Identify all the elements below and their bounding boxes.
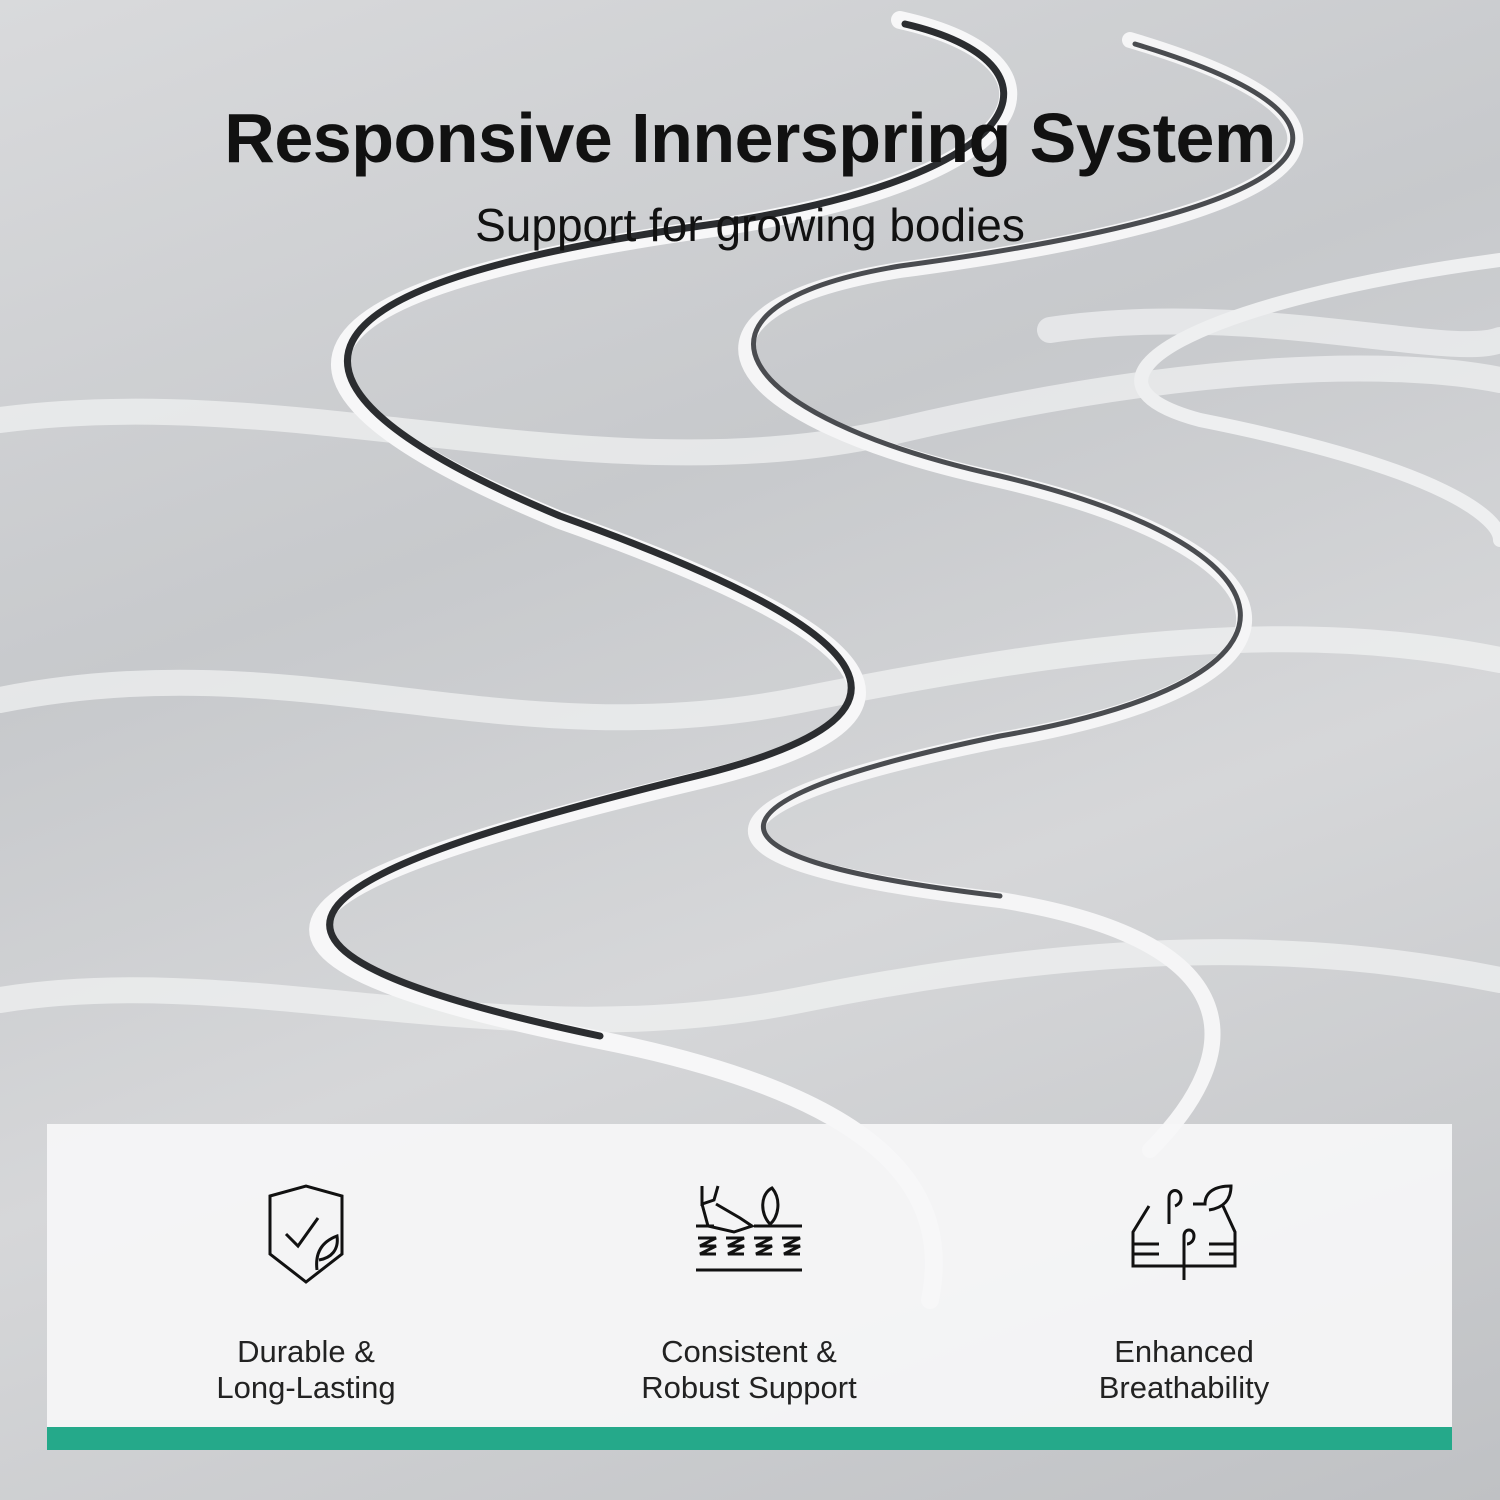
feature-label-line1: Enhanced <box>1114 1334 1254 1369</box>
breathable-layers-icon <box>1131 1184 1237 1280</box>
feature-label-line1: Consistent & <box>661 1334 837 1369</box>
feature-label-line2: Robust Support <box>641 1370 857 1405</box>
accent-bar <box>47 1427 1452 1450</box>
features-panel: Durable &Long-Lasting Consistent &Robust… <box>47 1124 1452 1450</box>
page-subtitle: Support for growing bodies <box>475 199 1025 251</box>
foot-on-springs-icon <box>696 1185 802 1272</box>
page-title: Responsive Innerspring System <box>224 99 1276 177</box>
feature-support: Consistent &Robust Support <box>569 1184 929 1406</box>
shield-check-leaf-icon <box>268 1184 344 1284</box>
feature-label-line2: Long-Lasting <box>216 1370 396 1405</box>
feature-label-line2: Breathability <box>1098 1370 1270 1405</box>
feature-label-line1: Durable & <box>237 1334 375 1369</box>
feature-durable: Durable &Long-Lasting <box>126 1184 486 1406</box>
